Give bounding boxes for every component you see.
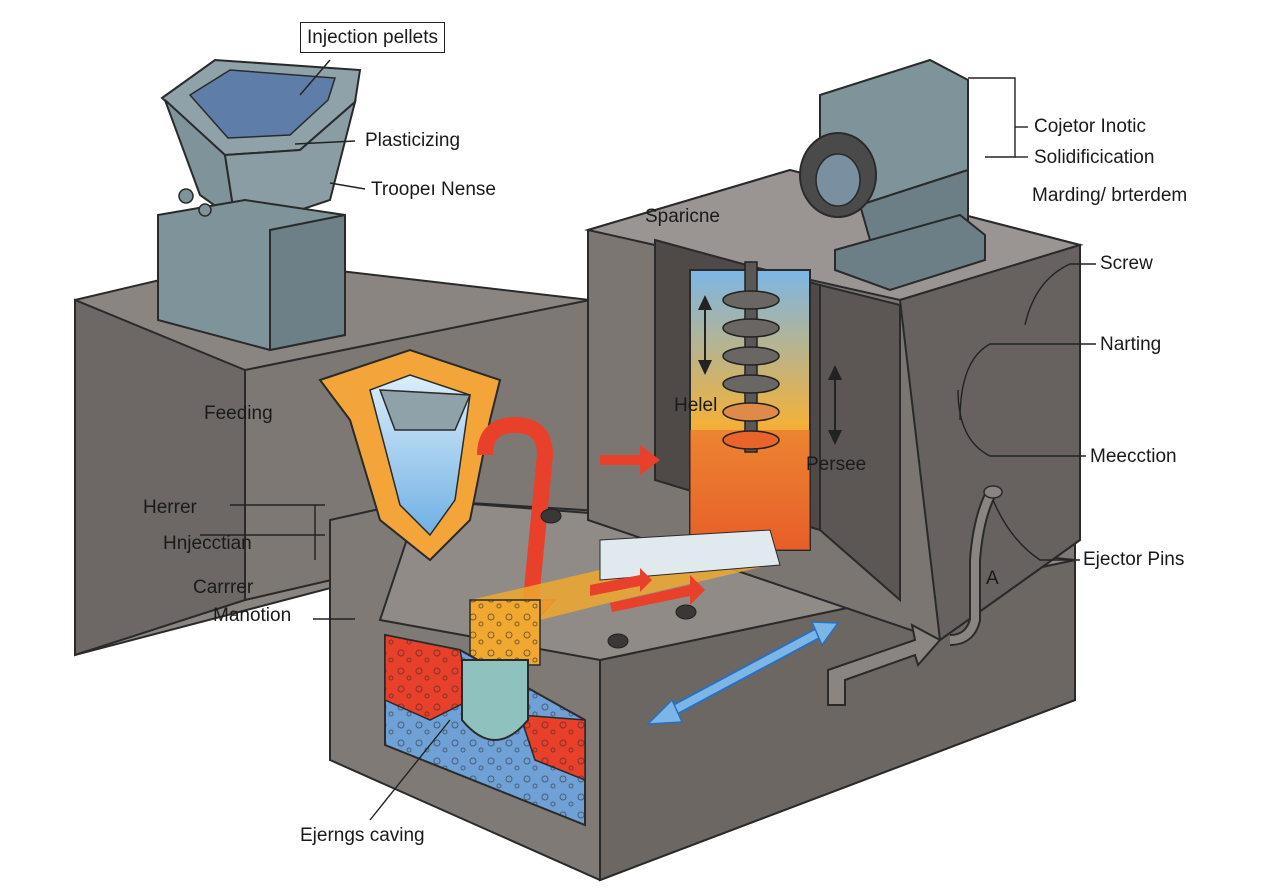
- ejector-pin-assembly: [949, 485, 1003, 646]
- gate-block: [469, 599, 541, 666]
- label-injection-pellets: Injection pellets: [300, 22, 445, 53]
- label-herrer: Herrer: [143, 497, 197, 518]
- label-a-mark: A: [986, 568, 999, 589]
- label-ejector-pins: Ejector Pins: [1083, 549, 1185, 570]
- label-persee: Persee: [806, 454, 867, 475]
- label-trooper-nense: Troopeı Nense: [371, 179, 496, 200]
- label-cojetor-inotic: Cojetor Inotic: [1034, 116, 1146, 137]
- leader-lines: [200, 59, 1096, 821]
- label-feeding: Feeding: [204, 403, 273, 424]
- clamp-motion-arrow: [646, 621, 840, 725]
- runner-channel: [470, 445, 781, 635]
- label-carrrer: Carrrer: [193, 577, 254, 598]
- label-helel: Helel: [674, 395, 718, 416]
- label-hnjecctian: Hnjecctian: [163, 533, 252, 554]
- cavity-cutaway: [384, 633, 586, 827]
- label-screw: Screw: [1100, 253, 1153, 274]
- barrel-screw: [689, 261, 842, 551]
- label-narting: Narting: [1100, 334, 1162, 355]
- label-plasticizing: Plasticizing: [365, 130, 461, 151]
- label-solidificication: Solidificication: [1034, 147, 1155, 168]
- label-ejerngs-caving: Ejerngs caving: [300, 825, 425, 846]
- ejector-motor: [799, 58, 986, 292]
- bolt-holes: [540, 508, 697, 649]
- screw-flights: [722, 290, 780, 450]
- label-manotion: Manotion: [213, 605, 292, 626]
- label-marding-brterdem: Marding/ brterdem: [1032, 185, 1188, 206]
- feed-throat: [318, 348, 502, 562]
- label-sparicne: Sparicne: [645, 206, 720, 227]
- ejection-direction-arrow: [827, 623, 942, 706]
- label-meecction: Meecction: [1090, 446, 1177, 467]
- hopper: [157, 58, 362, 352]
